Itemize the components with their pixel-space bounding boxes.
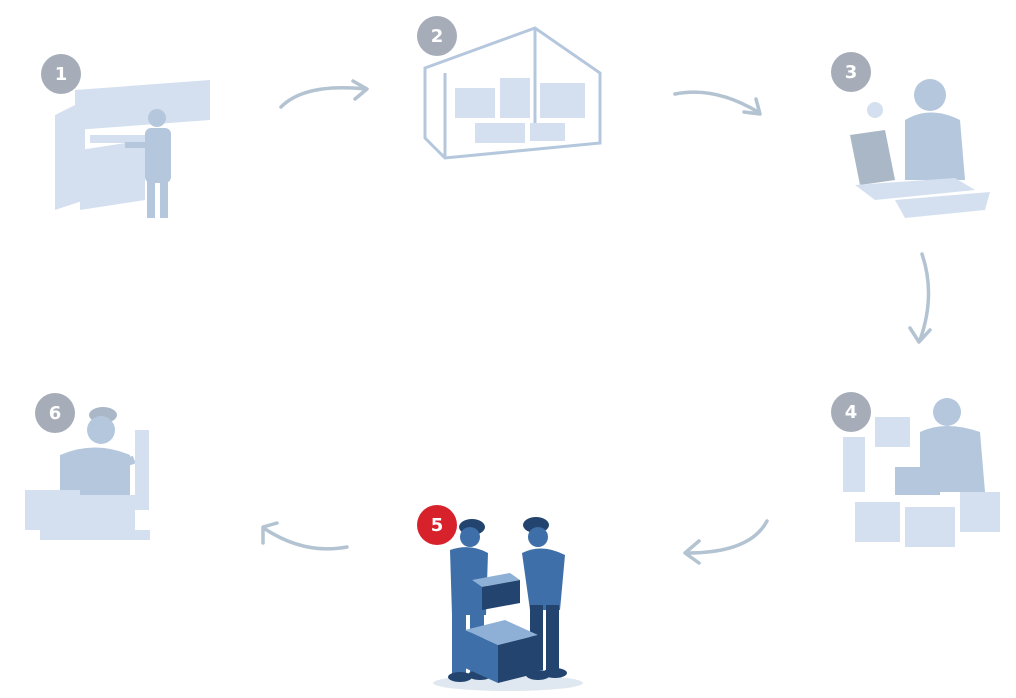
step-4: 4 xyxy=(831,392,1010,562)
step-badge-4: 4 xyxy=(831,392,871,432)
worker-with-scanner-icon xyxy=(25,395,165,555)
step-badge-2: 2 xyxy=(417,16,457,56)
person-at-laptop-icon xyxy=(835,60,995,225)
worker-packing-boxes-icon xyxy=(835,392,1010,562)
arrow-2-to-3 xyxy=(670,82,770,122)
arrow-1-to-2 xyxy=(275,75,375,115)
step-badge-5: 5 xyxy=(417,505,457,545)
warehouse-building-icon xyxy=(415,18,610,168)
warehouse-worker-at-shelves-icon xyxy=(45,60,220,230)
arrow-5-to-6 xyxy=(255,515,355,560)
step-badge-6: 6 xyxy=(35,393,75,433)
two-workers-handing-box-icon xyxy=(420,505,590,695)
step-2: 2 xyxy=(415,16,610,168)
step-6: 6 xyxy=(25,393,165,555)
step-1: 1 xyxy=(41,54,220,230)
arrow-3-to-4 xyxy=(900,250,945,350)
arrow-4-to-5 xyxy=(675,515,775,565)
step-badge-1: 1 xyxy=(41,54,81,94)
step-5: 5 xyxy=(417,505,590,695)
step-badge-3: 3 xyxy=(831,52,871,92)
step-3: 3 xyxy=(831,52,995,225)
